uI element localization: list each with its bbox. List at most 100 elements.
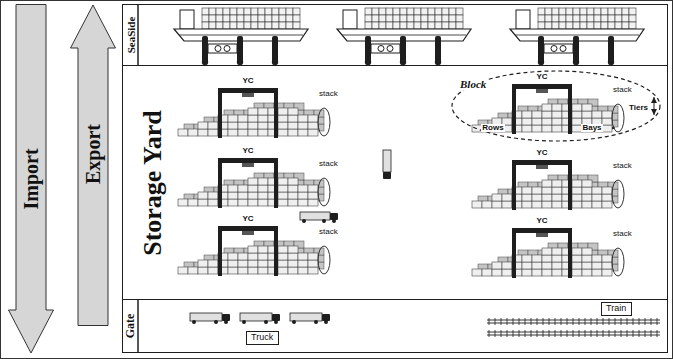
ship-bridge (516, 10, 530, 29)
container-ship (510, 8, 644, 65)
stacked-container (532, 269, 542, 276)
yard-crane-trolley (536, 89, 548, 93)
ship-container (393, 8, 400, 15)
stacked-container (298, 253, 308, 260)
ship-container (545, 15, 552, 22)
ship-container (428, 22, 435, 29)
stacked-container (238, 185, 248, 192)
stacked-container (592, 111, 602, 118)
stacked-container (248, 260, 258, 267)
stacked-container (208, 260, 218, 267)
stacked-container (552, 180, 562, 187)
truck-icon (190, 313, 230, 324)
rail-tie (489, 330, 490, 337)
seaside-band-text: SeaSide (125, 17, 137, 54)
ship-container (386, 15, 393, 22)
ship-container (230, 8, 237, 15)
rail-tie (633, 330, 634, 337)
stacked-container (502, 194, 512, 201)
ship-container (566, 22, 573, 29)
stack-ring (318, 246, 330, 274)
quay-crane-wheel (573, 59, 579, 65)
rail-tie (651, 330, 652, 337)
stacked-container (248, 246, 258, 253)
ship-container (421, 8, 428, 15)
ship-container (279, 22, 286, 29)
stacked-container (228, 260, 238, 267)
stacked-container (492, 262, 502, 269)
stacked-container (198, 129, 208, 136)
stacked-container (288, 192, 298, 199)
ship-container (372, 8, 379, 15)
stacked-container (298, 192, 308, 199)
band-divider (137, 4, 139, 66)
rail-tie (567, 318, 568, 325)
rail-tie (621, 318, 622, 325)
import-arrow-text: Import (20, 148, 42, 209)
ship-container (230, 22, 237, 29)
stacked-container (582, 187, 592, 194)
stacked-container (522, 262, 532, 269)
stacked-container (288, 115, 298, 122)
stack-ring (612, 180, 624, 208)
stacked-container (288, 253, 298, 260)
stacked-container (308, 185, 318, 192)
rail-tie (615, 318, 616, 325)
stacked-container (602, 262, 612, 269)
rail-tie (609, 330, 610, 337)
ship-container (573, 22, 580, 29)
rail-tracks (487, 318, 660, 337)
block-ellipse-text: Block (459, 78, 487, 90)
container-block (178, 226, 330, 276)
ship-container (265, 22, 272, 29)
stacked-container (542, 248, 552, 255)
ship-container (279, 8, 286, 15)
stacked-container (188, 267, 198, 274)
export-arrow: Export (70, 4, 116, 326)
stacked-container (258, 253, 268, 260)
stacked-container (288, 185, 298, 192)
stacked-container (248, 267, 258, 274)
rail-tie (639, 318, 640, 325)
stacked-container (582, 104, 592, 111)
stacked-container (228, 185, 238, 192)
ship-container (202, 15, 209, 22)
ship-container (622, 15, 629, 22)
stacked-container (278, 253, 288, 260)
band-divider (137, 300, 139, 353)
stacked-container (258, 178, 268, 185)
ship-container (594, 22, 601, 29)
stacked-container (258, 199, 268, 206)
stacked-container (572, 111, 582, 118)
stacked-container (542, 104, 552, 111)
ship-container (293, 15, 300, 22)
stacked-container (522, 118, 532, 125)
ship-container (251, 15, 258, 22)
ship-container (216, 22, 223, 29)
ship-container (286, 8, 293, 15)
yard-crane-leg (274, 88, 278, 138)
ship-container (566, 8, 573, 15)
rail-tie (585, 330, 586, 337)
stacked-container (532, 262, 542, 269)
yard-crane-leg (512, 160, 516, 210)
stacked-container (532, 125, 542, 132)
ship-container (449, 22, 456, 29)
gate-band: GateTruckTrain (122, 300, 668, 353)
ship-container (449, 15, 456, 22)
ship-container (209, 22, 216, 29)
ship-container (379, 15, 386, 22)
ship-container (237, 8, 244, 15)
stacked-container (492, 269, 502, 276)
stacked-container (572, 104, 582, 111)
stacked-container (208, 129, 218, 136)
ship-container (293, 22, 300, 29)
stacked-container (228, 129, 238, 136)
stacked-container (308, 199, 318, 206)
ship-container (622, 8, 629, 15)
stacked-container (482, 269, 492, 276)
ships (174, 8, 644, 65)
rail-tie (585, 318, 586, 325)
truck-cab (222, 314, 230, 321)
